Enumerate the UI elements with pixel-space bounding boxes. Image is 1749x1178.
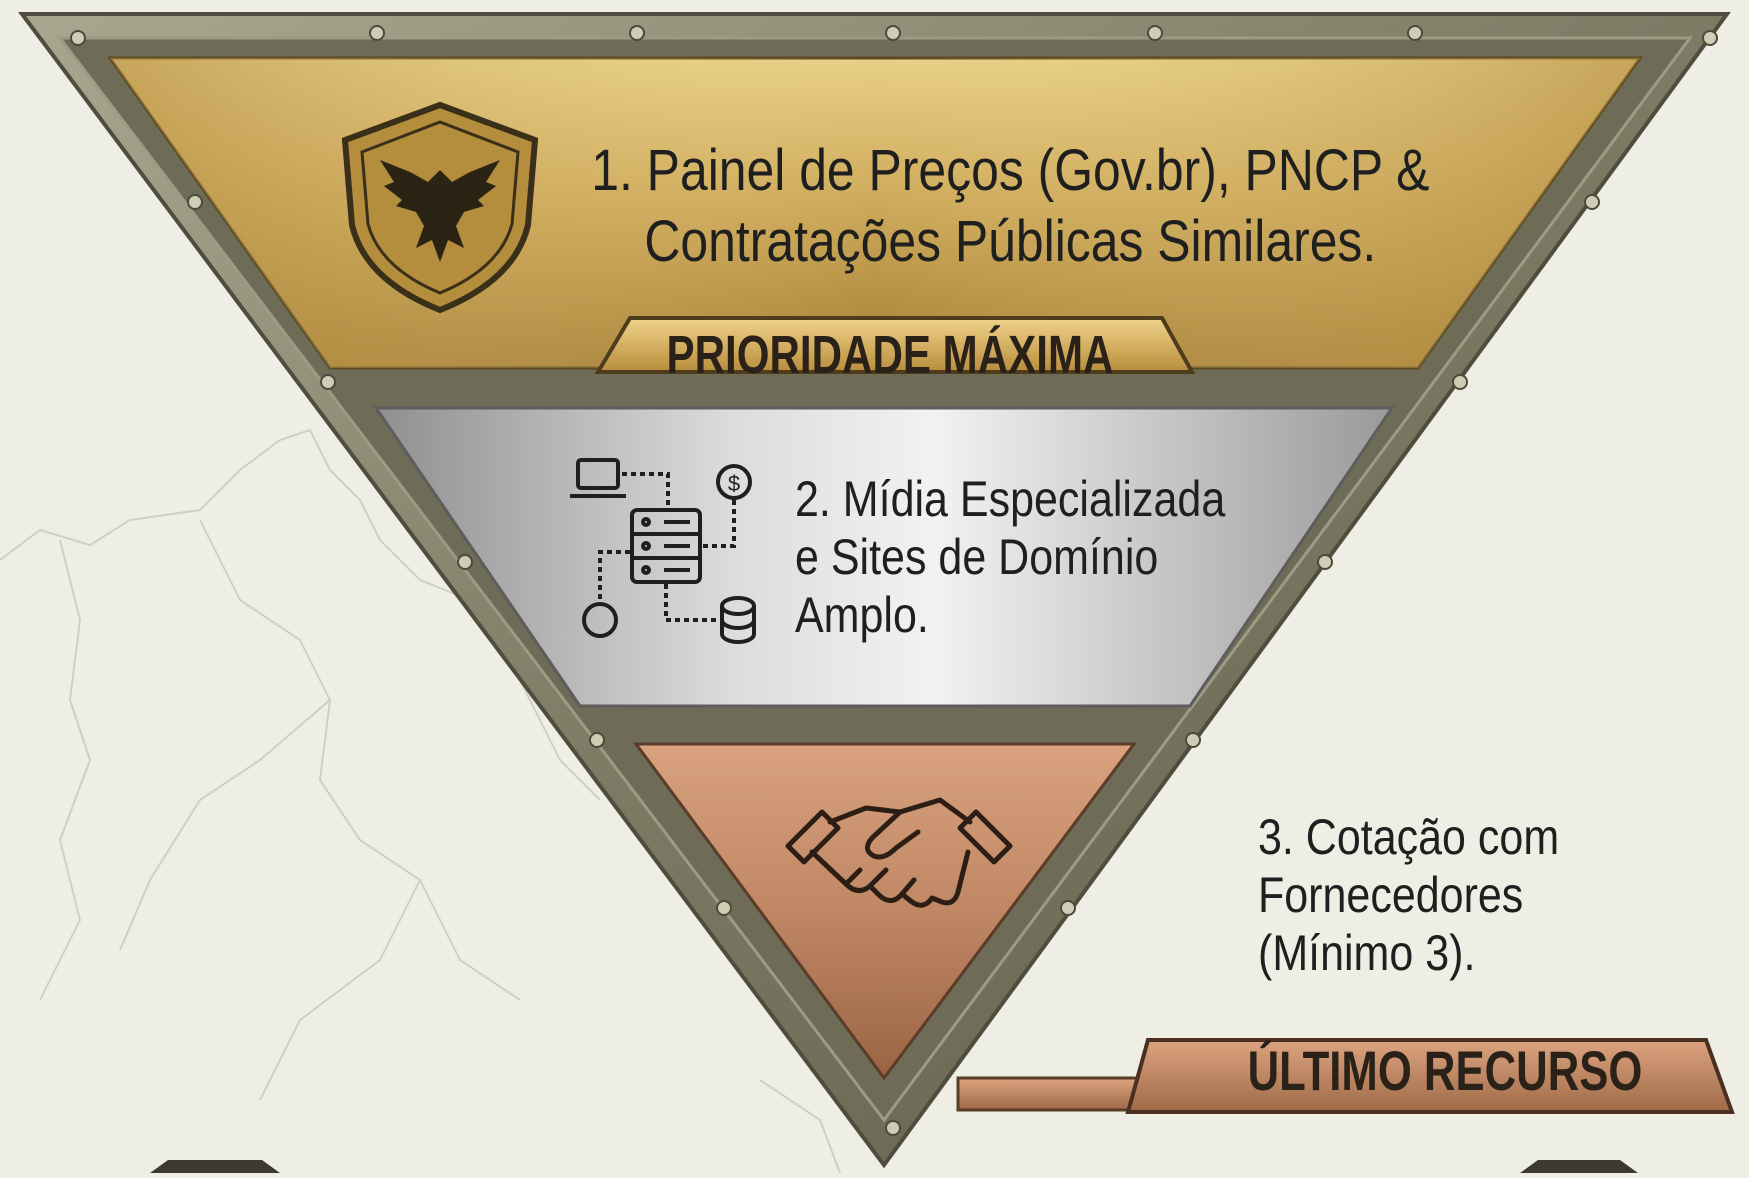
tier-1-line-2: Contratações Públicas Similares. [643,209,1376,274]
eagle-shield-icon [341,101,539,314]
tier-2-line-1: 2. Mídia Especializada [795,471,1226,527]
last-resort-badge-shape [1125,1038,1735,1114]
tier-3-text: 3. Cotação com Fornecedores (Mínimo 3). [1258,808,1559,982]
tier-3-panel [633,742,1137,1081]
tier-2-line-2: e Sites de Domínio [795,529,1159,585]
tier-1-text: 1. Painel de Preços (Gov.br), PNCP & Con… [591,135,1429,277]
frame-rivets [70,25,1718,1136]
last-resort-badge-label: ÚLTIMO RECURSO [1247,1039,1643,1102]
tier-2-panel [373,406,1395,708]
handshake-icon [785,797,1013,908]
tier-3-line-1: 3. Cotação com [1258,809,1560,865]
tier-2-line-3: Amplo. [795,587,929,643]
svg-text:$: $ [728,471,740,496]
tier-2-text: 2. Mídia Especializada e Sites de Domíni… [795,470,1225,644]
tier-3-line-3: (Mínimo 3). [1258,925,1476,981]
tier-3-line-2: Fornecedores [1258,867,1524,923]
server-network-icon [570,458,757,644]
tier-1-line-1: 1. Painel de Preços (Gov.br), PNCP & [590,138,1429,203]
priority-badge-shape [594,316,1196,374]
priority-badge-label: PRIORIDADE MÁXIMA [666,325,1114,385]
